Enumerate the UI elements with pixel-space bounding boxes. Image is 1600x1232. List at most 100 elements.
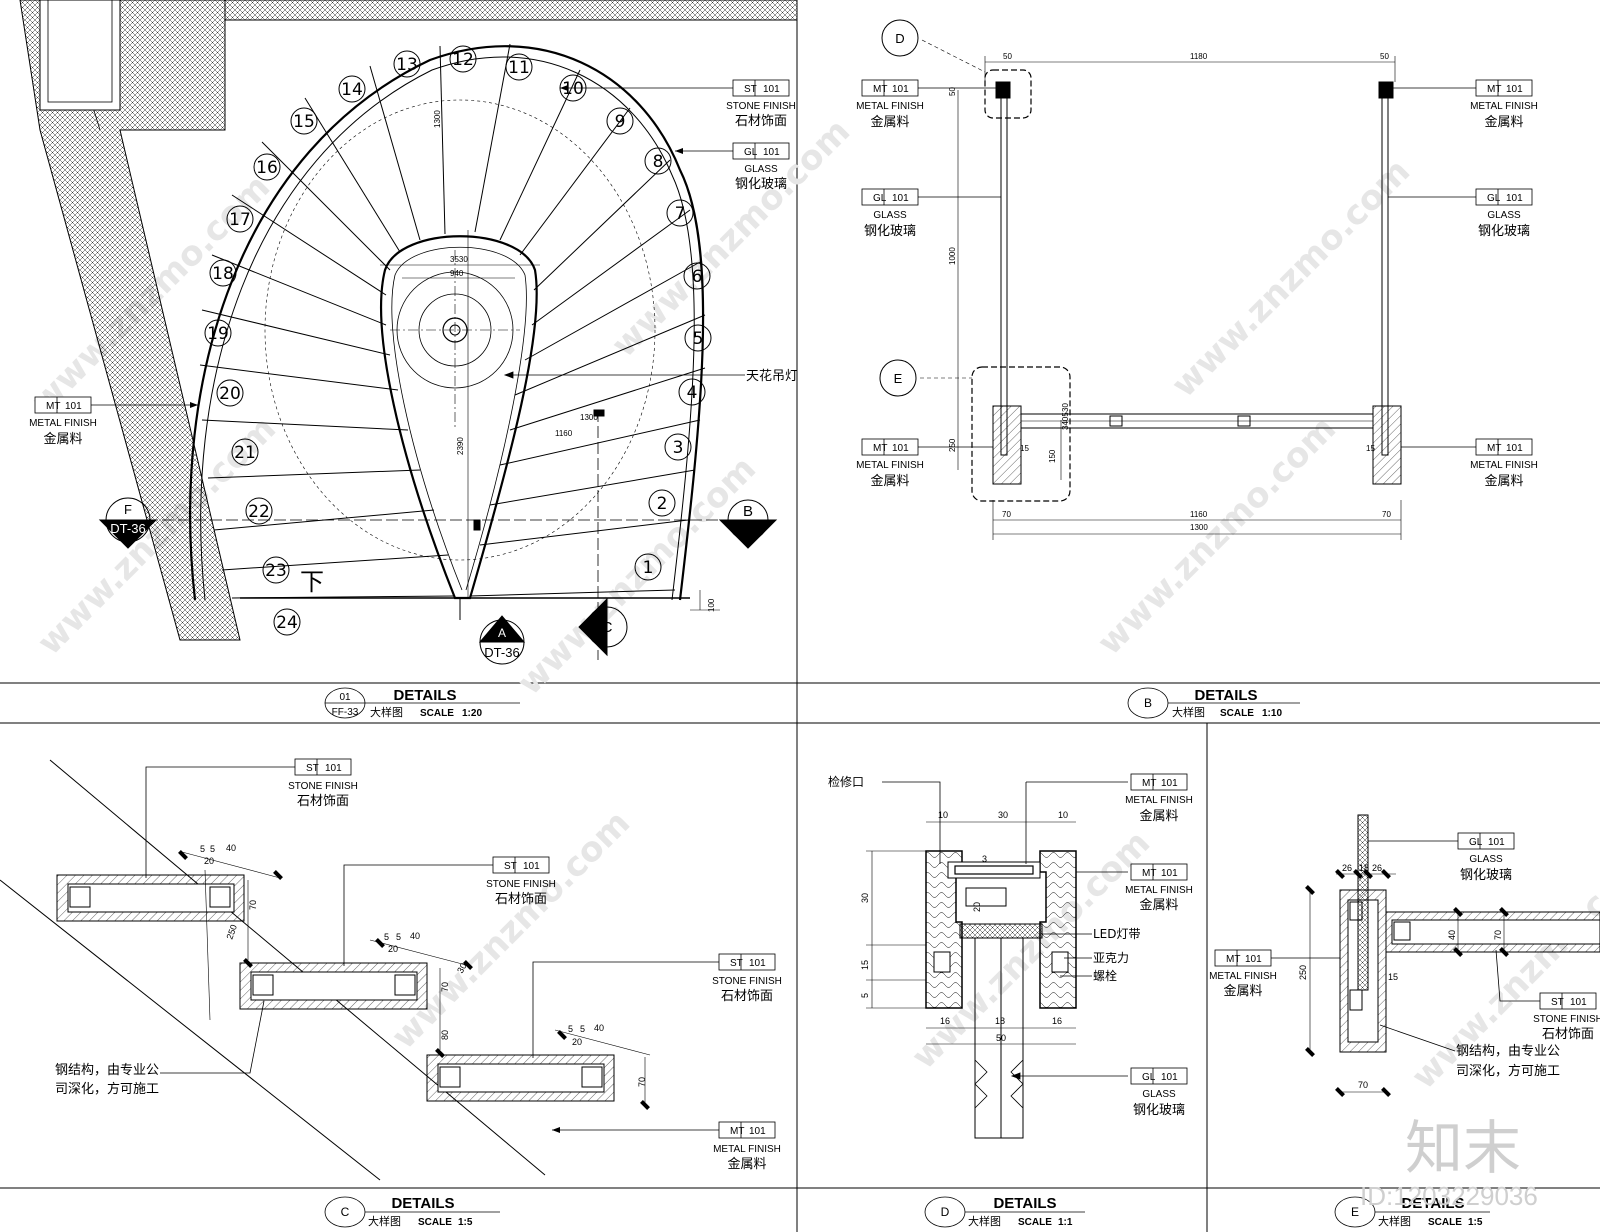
dim: 16 (1052, 1016, 1062, 1026)
dim: 1000 (948, 247, 957, 265)
title-01-scale: 1:20 (462, 708, 482, 719)
tag-num: 101 (1161, 1072, 1178, 1083)
post-detail-ticks (1305, 869, 1509, 1097)
tag-code: MT (873, 443, 887, 454)
tag-en: METAL FINISH (1470, 460, 1538, 471)
tag-num: 101 (1245, 954, 1262, 965)
title-01-ref: FF-33 (332, 707, 359, 718)
tag-en: STONE FINISH (486, 879, 556, 890)
dim: 70 (1493, 930, 1503, 940)
section-C-letter: C (602, 619, 613, 636)
step-22: 22 (248, 502, 270, 522)
dim: 20 (204, 856, 214, 866)
title-E-num: E (1351, 1205, 1359, 1219)
tag-en: METAL FINISH (856, 101, 924, 112)
tag-gl-handrail: GL 101 GLASS 钢化玻璃 (1130, 1067, 1188, 1118)
dim: 70 (637, 1077, 647, 1087)
steel-note-E-2: 司深化，方可施工 (1456, 1063, 1560, 1079)
dim: 50 (1380, 52, 1389, 61)
tag-en: METAL FINISH (713, 1144, 781, 1155)
section-marker-F (98, 497, 158, 549)
tag-num: 101 (763, 84, 780, 95)
tag-code: GL (744, 147, 758, 158)
steel-note-C-2: 司深化，方可施工 (55, 1081, 159, 1097)
tag-cn: 金属料 (1139, 808, 1178, 824)
dim: 40 (226, 843, 236, 853)
dim: 40 (410, 931, 420, 941)
acrylic-label: 亚克力 (1093, 951, 1129, 965)
dim: 3405 (1061, 412, 1070, 430)
step-section (0, 759, 651, 1181)
step-20: 20 (219, 384, 241, 404)
step-2: 2 (657, 494, 668, 514)
dim: 30 (1061, 403, 1070, 412)
tag-cn: 石材饰面 (297, 794, 349, 809)
dim-940: 940 (450, 269, 464, 278)
tag-num: 101 (1161, 868, 1178, 879)
stair-plan (19, 0, 798, 660)
title-C (324, 1196, 500, 1228)
tag-mt-railing-bottom-right: MT 101 METAL FINISH 金属料 (1401, 438, 1538, 489)
tag-code: ST (306, 763, 319, 774)
section-marker-A (478, 615, 526, 665)
section-A-letter: A (498, 626, 506, 640)
wall-left (19, 0, 241, 641)
tag-num: 101 (1488, 837, 1505, 848)
title-B-sub: 大样图 (1172, 705, 1205, 719)
tag-cn: 钢化玻璃 (1478, 224, 1530, 239)
title-01-scale-label: SCALE (420, 708, 454, 719)
chandelier-label: 天花吊灯 (746, 368, 798, 384)
tag-code: ST (1551, 997, 1564, 1008)
tag-num: 101 (892, 443, 909, 454)
tag-en: METAL FINISH (1209, 971, 1277, 982)
watermark-site-2: www.znzmo.com (604, 111, 858, 365)
title-E-sub: 大样图 (1378, 1214, 1411, 1228)
dim: 70 (440, 982, 450, 992)
tag-code: GL (1142, 1072, 1156, 1083)
steel-note-E-1: 钢结构，由专业公 (1456, 1044, 1560, 1059)
tag-gl-post: GL 101 GLASS 钢化玻璃 (1368, 832, 1515, 883)
tag-cn: 金属料 (1484, 114, 1523, 130)
step-21: 21 (234, 443, 256, 463)
step-23: 23 (265, 561, 287, 581)
title-B-scale-label: SCALE (1220, 708, 1254, 719)
step-7: 7 (675, 204, 686, 224)
tag-num: 101 (1506, 443, 1523, 454)
tag-code: MT (1487, 443, 1501, 454)
tag-cn: 金属料 (727, 1156, 766, 1172)
title-C-sub: 大样图 (368, 1214, 401, 1228)
tag-code: GL (1487, 193, 1501, 204)
step-13: 13 (396, 55, 418, 75)
tag-cn: 金属料 (43, 431, 82, 447)
dim: 30 (998, 810, 1008, 820)
title-E-scale-label: SCALE (1428, 1217, 1462, 1228)
section-F-letter: F (124, 502, 132, 517)
title-01 (324, 687, 520, 719)
dim: 10 (938, 810, 948, 820)
tag-code: MT (730, 1126, 744, 1137)
tag-cn: 钢化玻璃 (735, 177, 787, 192)
dim: 150 (1048, 449, 1057, 463)
tag-st-step-3: ST 101 STONE FINISH 石材饰面 (532, 953, 782, 1058)
tag-code: ST (744, 84, 757, 95)
title-D-scale-label: SCALE (1018, 1217, 1052, 1228)
handrail-dims: 10 30 10 3 30 15 5 20 16 18 16 50 (860, 810, 1068, 1043)
dim: 70 (1358, 1080, 1368, 1090)
tag-en: METAL FINISH (856, 460, 924, 471)
title-E (1334, 1196, 1490, 1228)
tag-code: MT (1226, 954, 1240, 965)
tag-code: MT (46, 401, 60, 412)
dim-100: 100 (707, 598, 716, 612)
dim: 15 (1366, 444, 1375, 453)
title-C-heading: DETAILS (391, 1195, 454, 1212)
dim: 1180 (1190, 52, 1208, 61)
stair-treads (199, 43, 706, 599)
post-detail-dims: 26 18 26 40 70 250 15 70 (1298, 863, 1503, 1090)
railing-elevation (920, 39, 1402, 540)
tag-cn: 石材饰面 (495, 892, 547, 907)
tag-st-plan: ST 101 STONE FINISH 石材饰面 (560, 79, 796, 129)
section-F-sheet: DT-36 (110, 521, 145, 536)
tag-mt-handrail-2: MT 101 METAL FINISH 金属料 (1125, 863, 1193, 913)
tag-code: MT (1142, 778, 1156, 789)
tag-num: 101 (749, 1126, 766, 1137)
